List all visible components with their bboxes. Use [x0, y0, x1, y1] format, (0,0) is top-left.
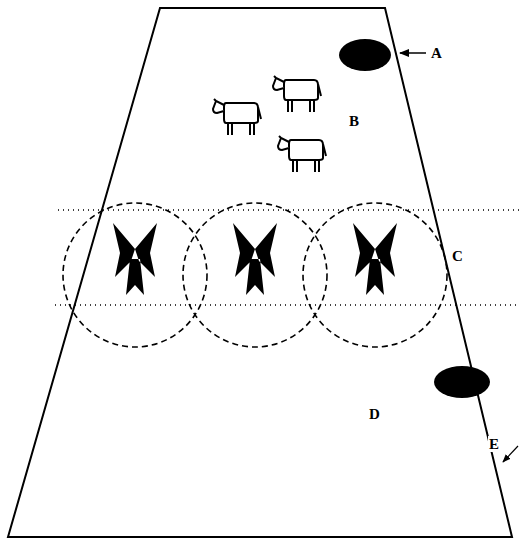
callout-letter: A: [430, 45, 443, 61]
callout-letter: B: [348, 113, 360, 129]
scare-devices: [113, 223, 397, 295]
callout-letter: D: [368, 406, 381, 422]
cattle: [213, 76, 326, 172]
zone-band: [55, 210, 520, 305]
coverage-circles: [63, 203, 447, 347]
field-outline: [8, 8, 512, 537]
gate-marker: [434, 366, 490, 398]
callout-letter: E: [488, 436, 500, 452]
callout-letter: C: [451, 248, 464, 264]
leader-line: [503, 446, 518, 462]
gate-marker: [339, 39, 391, 71]
leader-line: [400, 52, 426, 54]
